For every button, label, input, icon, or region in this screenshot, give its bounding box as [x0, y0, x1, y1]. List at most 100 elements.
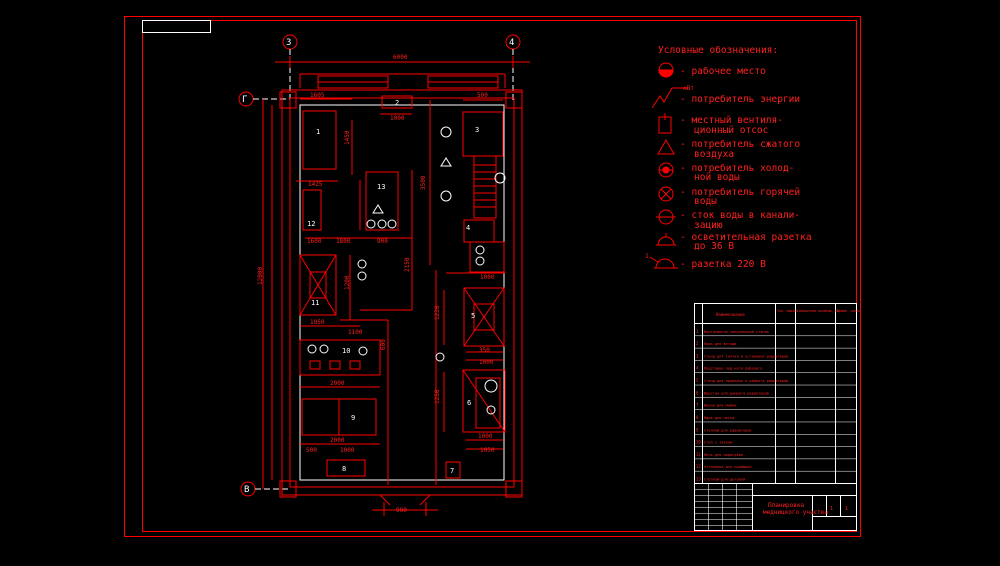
dim-label: 1000 [478, 433, 493, 440]
equipment-label-2: 2 [395, 99, 399, 107]
spec-header: Габаритные размеры, мм [797, 308, 839, 313]
spec-row-number: 6 [696, 390, 699, 395]
title-name-line2: медницкого участка [763, 509, 828, 516]
legend-item-text: - рабочее место [680, 66, 766, 77]
equipment-label-1: 1 [316, 128, 320, 136]
equipment-7 [445, 461, 461, 479]
spec-table: Наименование Тип, модель Габаритные разм… [694, 303, 860, 484]
spec-row-name: Стенд для снятия и установки радиаторов [704, 354, 788, 358]
legend-item-text: - местный вентиля- [680, 115, 783, 126]
spec-row-number: 11 [696, 452, 701, 457]
spec-row-number: 4 [696, 366, 699, 371]
dim-label: 1000 [480, 274, 495, 281]
energy-consumer-icon [651, 87, 673, 109]
spec-row-name: Ванна для мойки [704, 404, 736, 408]
plan-symbols [307, 126, 506, 415]
equipment-2 [381, 95, 413, 109]
legend-item-text: ционный отсос [694, 125, 768, 136]
spec-row-number: 8 [696, 415, 699, 420]
equipment-label-4: 4 [466, 224, 470, 232]
dim-label: 350 [479, 347, 490, 354]
dim-label: 2000 [330, 380, 345, 387]
dim-label: 900 [396, 507, 407, 514]
dim-label: 900 [377, 238, 388, 245]
legend-item-text: воды [694, 196, 717, 207]
dim-label: 1250 [434, 389, 441, 404]
spec-row-number: 7 [696, 403, 699, 408]
legend-tag-1: 1 [645, 253, 649, 260]
dim-overall-height: 12000 [257, 267, 264, 285]
equipment-5 [463, 287, 505, 347]
legend-item-text: - осветительная разетка [680, 232, 812, 243]
socket-220v-icon [655, 258, 675, 269]
dim-overall-width: 6000 [393, 54, 408, 61]
spec-row-name: Стенд для проверки и ремонта радиаторов [704, 379, 788, 383]
dim-label: 1600 [307, 238, 322, 245]
equipment-label-9: 9 [351, 414, 355, 422]
legend-tag-kvt: кВт [683, 85, 694, 92]
dim-label: 500 [477, 92, 488, 99]
axis-label-3: 3 [286, 38, 291, 48]
spec-row-name: Ящик для песка [704, 416, 734, 420]
dim-label: 2000 [330, 437, 345, 444]
equipment-label-3: 3 [475, 126, 479, 134]
spec-header: Приме- чание [837, 309, 860, 313]
legend-item-text: - потребитель холод- [680, 163, 794, 174]
spec-row-name: Установка для промывки [704, 465, 752, 469]
dim-label: 1000 [390, 115, 405, 122]
dim-label: 1050 [480, 447, 495, 454]
equipment-label-11: 11 [311, 299, 319, 307]
dim-label: 1450 [344, 130, 351, 145]
dim-label: 1000 [479, 359, 494, 366]
stamp-corner [142, 20, 211, 33]
title-sheet: 1 [830, 506, 833, 512]
spec-row-number: 10 [696, 440, 701, 445]
equipment-label-7: 7 [450, 467, 454, 475]
legend-title: Условные обозначения: [658, 45, 778, 56]
legend-item-text: - потребитель сжатого [680, 139, 800, 150]
equipment-label-13: 13 [377, 183, 385, 191]
plan-labels: 3 4 Г В 6000 12000 1605 1000 500 1425 16… [242, 38, 514, 514]
title-sheets: 1 [845, 506, 848, 512]
axis-label-g: Г [242, 95, 247, 105]
equipment-6 [462, 369, 506, 433]
legend-item-text: зацию [694, 220, 723, 231]
outer-frame [124, 16, 861, 537]
equipment-label-6: 6 [467, 399, 471, 407]
spec-row-number: 12 [696, 464, 701, 469]
dim-label: 1050 [310, 319, 325, 326]
equipment-label-12: 12 [307, 220, 315, 228]
dim-label: 2150 [404, 257, 411, 272]
spec-row-name: Печь для подогрева [704, 453, 743, 457]
axis-label-4: 4 [509, 38, 514, 48]
axis-label-v: В [244, 485, 249, 495]
title-name-line1: Планировка [768, 502, 805, 509]
dim-label: 1605 [310, 92, 325, 99]
equipment-label-5: 5 [471, 312, 475, 320]
spec-row-number: 1 [696, 329, 699, 334]
compressed-air-icon [657, 138, 675, 155]
floor-plan [238, 34, 530, 516]
spec-row-number: 3 [696, 353, 699, 358]
dim-label: 1000 [340, 447, 355, 454]
spec-row-name: Стеллаж для деталей [704, 478, 745, 482]
dim-label: 1200 [344, 275, 351, 290]
legend-item-text: до 36 В [694, 241, 734, 252]
spec-row-name: Стеллаж для радиаторов [704, 428, 752, 432]
legend-item-text: - потребитель энергии [680, 94, 800, 105]
equipment-11 [299, 254, 337, 316]
spec-row-number: 9 [696, 427, 699, 432]
equipment-label-10: 10 [342, 347, 350, 355]
legend-item-text: - потребитель горячей [680, 187, 800, 198]
legend-item-text: воздуха [694, 149, 734, 160]
dim-label: 1425 [308, 181, 323, 188]
dim-label: 1230 [434, 305, 441, 320]
legend-item-text: - сток воды в канали- [680, 210, 800, 221]
spec-row-name: Ларь для ветоши [704, 342, 736, 346]
equipment-13 [365, 171, 399, 231]
spec-row-number: 5 [696, 378, 699, 383]
equipment-8 [326, 459, 366, 477]
spec-row-number: 2 [696, 341, 699, 346]
inner-frame [142, 20, 857, 532]
